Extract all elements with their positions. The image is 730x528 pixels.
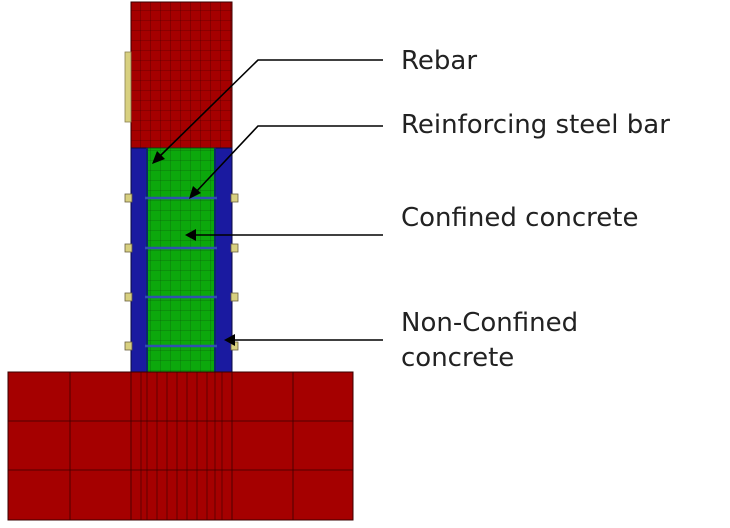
label-rebar: Rebar xyxy=(401,46,478,76)
confined-core xyxy=(146,147,216,373)
label-non-confined-line2: concrete xyxy=(401,343,515,373)
label-non-confined-line1: Non-Confined xyxy=(401,308,579,338)
label-reinforcing-steel-bar: Reinforcing steel bar xyxy=(401,110,670,140)
top-block xyxy=(130,1,233,149)
bar-end xyxy=(230,193,239,203)
bar-end xyxy=(230,243,239,253)
bar-end xyxy=(230,292,239,302)
leader-rebar xyxy=(152,59,383,164)
leader-non-confined xyxy=(224,334,383,346)
bar-end xyxy=(124,243,133,253)
foundation-block xyxy=(7,371,354,521)
leader-confined xyxy=(185,229,383,241)
bar-end xyxy=(124,292,133,302)
label-confined-concrete: Confined concrete xyxy=(401,203,639,233)
leader-steel-bar xyxy=(189,125,383,199)
top-side-plate xyxy=(124,51,132,123)
bar-end xyxy=(124,341,133,351)
bar-end xyxy=(124,193,133,203)
